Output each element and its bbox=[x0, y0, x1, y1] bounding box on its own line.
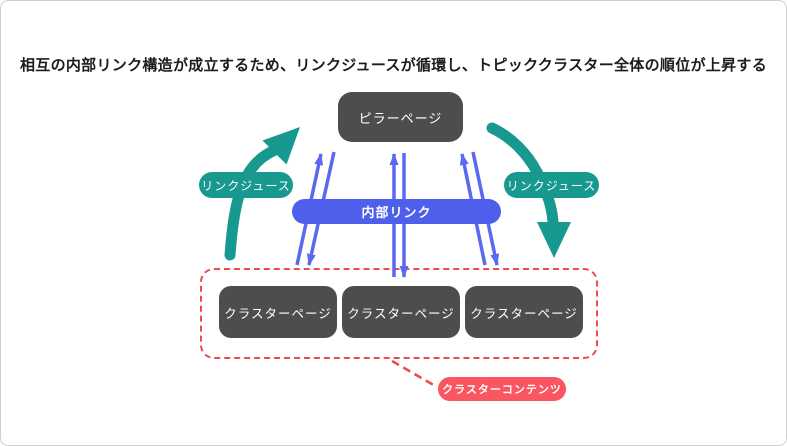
cluster-page-label: クラスターページ bbox=[347, 306, 455, 321]
internal-link-badge: 内部リンク bbox=[292, 199, 501, 224]
internal-link-label: 内部リンク bbox=[361, 205, 432, 220]
cluster-page-label: クラスターページ bbox=[470, 306, 578, 321]
pillar-page-box: ピラーページ bbox=[338, 92, 463, 142]
link-juice-label-right: リンクジュース bbox=[506, 178, 597, 193]
cluster-content-label: クラスターコンテンツ bbox=[442, 384, 562, 396]
cluster-page-label: クラスターページ bbox=[224, 306, 332, 321]
cluster-group-outline bbox=[200, 268, 598, 359]
cluster-content-badge: クラスターコンテンツ bbox=[438, 377, 566, 401]
link-juice-curve-left bbox=[224, 144, 281, 261]
link-juice-badge-right: リンクジュース bbox=[504, 172, 599, 198]
cluster-page-box-2: クラスターページ bbox=[342, 286, 460, 338]
link-juice-badge-left: リンクジュース bbox=[199, 172, 293, 198]
pillar-page-label: ピラーページ bbox=[358, 110, 443, 126]
link-juice-curve-right bbox=[486, 122, 559, 228]
cluster-page-box-1: クラスターページ bbox=[219, 286, 337, 338]
cluster-content-connector bbox=[391, 359, 438, 389]
cluster-page-box-3: クラスターページ bbox=[465, 286, 583, 338]
link-juice-label-left: リンクジュース bbox=[201, 178, 291, 193]
diagram-title: 相互の内部リンク構造が成立するため、リンクジュースが循環し、トピッククラスター全… bbox=[19, 57, 767, 74]
link-juice-arrowhead-left-icon bbox=[262, 127, 300, 165]
link-juice-arrowhead-right-icon bbox=[537, 222, 571, 258]
